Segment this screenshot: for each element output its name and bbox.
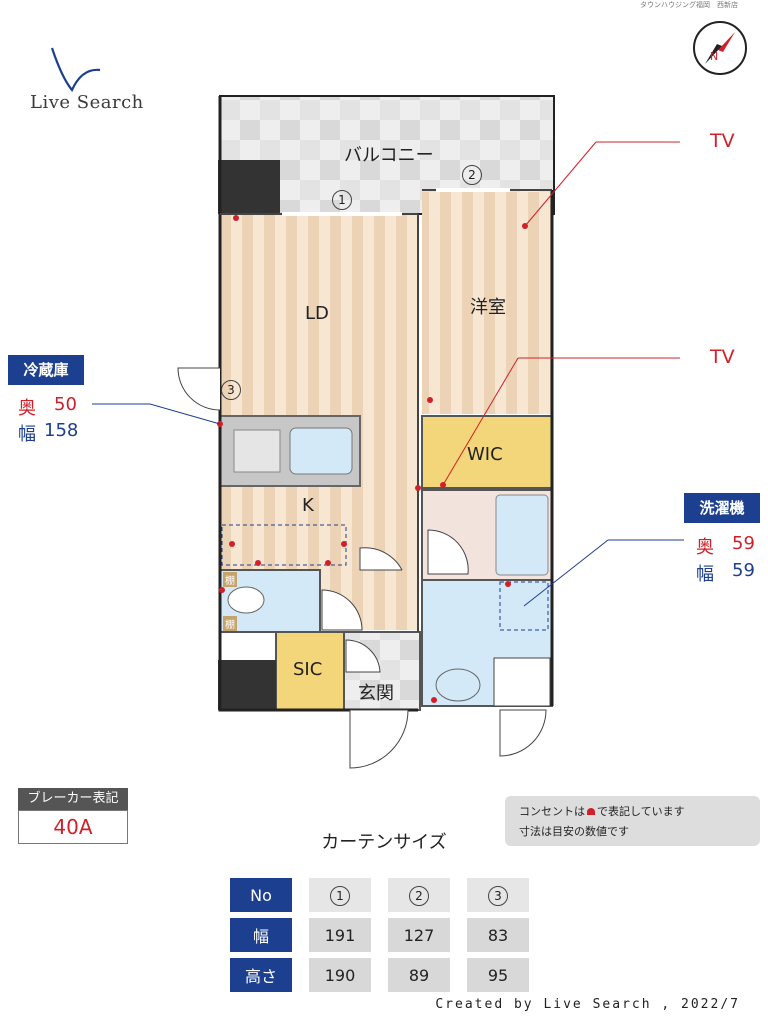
note-line-1: コンセントはで表記しています [519,802,746,822]
ld-label: LD [305,303,329,324]
breaker-value: 40A [18,810,128,844]
washer-width-value: 59 [732,560,755,581]
note-line-1a: コンセントは [519,805,585,818]
entrance-label: 玄関 [358,683,394,704]
table-cell: 95 [467,958,529,992]
row-label: 幅 [230,918,292,952]
sink [289,427,353,475]
credit-footer: Created by Live Search , 2022/7 [435,997,740,1012]
tv-label: TV [710,346,735,368]
table-cell: 83 [467,918,529,952]
column-number: 2 [409,885,429,906]
curtain-table: No 1 2 3 幅 191 127 83 高さ 190 89 95 [213,872,546,998]
balcony-label: バルコニー [344,145,434,166]
wall-pillar [218,160,280,214]
washer-depth-value: 59 [732,533,755,554]
outlet-icon [587,808,595,815]
bathtub [495,494,549,576]
column-cell: 2 [388,878,450,912]
fridge-title: 冷蔵庫 [8,355,84,385]
shelf-label: 棚 [223,572,237,587]
fridge-width-label: 幅 [18,424,36,445]
header-cell: No [230,878,292,912]
table-cell: 190 [309,958,371,992]
row-label: 高さ [230,958,292,992]
stove [233,429,281,473]
floor-plan [92,95,684,769]
logo-mark-icon [50,47,101,93]
shoe-cabinet [493,657,551,707]
table-cell: 127 [388,918,450,952]
western-room-floor [422,192,552,414]
wic-area [421,415,553,489]
table-row: 幅 191 127 83 [230,918,529,952]
logo-text: Live Search [30,92,144,113]
note-line-2: 寸法は目安の数値です [519,825,629,838]
shelf-label: 棚 [223,616,237,631]
fridge-depth-value: 50 [54,394,77,415]
window-marker-2: 2 [462,165,482,185]
wall-block [218,660,276,710]
wic-label: WIC [467,444,503,465]
outlet-note: コンセントはで表記しています 寸法は目安の数値です [505,796,760,846]
window-marker-1: 1 [332,190,352,210]
western-room-label: 洋室 [470,297,506,318]
fridge-width-value: 158 [44,420,79,441]
sic-label: SIC [293,659,323,680]
column-number: 1 [330,885,350,906]
svg-text:N: N [710,50,718,63]
column-number: 3 [488,885,508,906]
company-name: タウンハウジング福岡 西新店 [640,1,738,9]
compass-icon: N [690,18,750,78]
washer-depth-label: 奥 [696,537,714,558]
washer-title: 洗濯機 [684,493,760,523]
table-cell: 191 [309,918,371,952]
washer-space [499,581,549,631]
ld-floor [220,214,418,570]
column-cell: 3 [467,878,529,912]
fridge-depth-label: 奥 [18,398,36,419]
column-cell: 1 [309,878,371,912]
toilet [227,586,265,614]
curtain-title: カーテンサイズ [321,832,447,853]
breaker-title: ブレーカー表記 [18,788,128,810]
washer-width-label: 幅 [696,564,714,585]
logo [40,40,110,95]
wash-basin [435,668,481,702]
table-row: No 1 2 3 [230,878,529,912]
k-label: K [302,495,314,516]
table-cell: 89 [388,958,450,992]
tv-label: TV [710,130,735,152]
window-marker-3: 3 [221,380,241,400]
table-row: 高さ 190 89 95 [230,958,529,992]
note-line-1b: で表記しています [597,805,685,818]
